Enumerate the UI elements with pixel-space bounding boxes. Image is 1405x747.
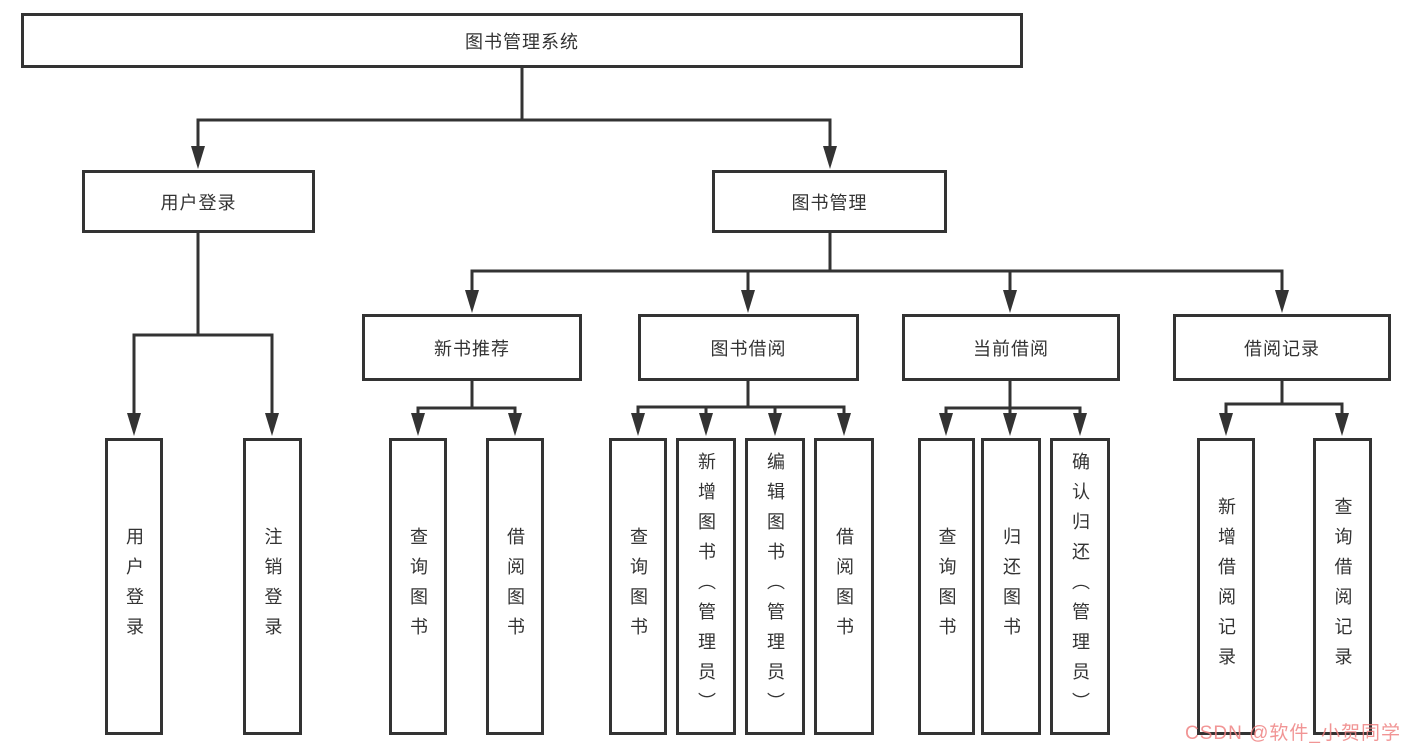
leaf-query-books-borrowing: 查询图书 (609, 438, 667, 735)
leaf-label: 编辑图书（管理员） (765, 451, 785, 722)
leaf-borrow-books-recommend: 借阅图书 (486, 438, 544, 735)
connector-book-management-to-level3 (465, 233, 1289, 313)
leaf-label: 借阅图书 (834, 526, 854, 647)
node-label: 图书管理 (791, 192, 868, 213)
leaf-label: 借阅图书 (505, 526, 525, 647)
node-label: 图书借阅 (710, 338, 787, 359)
node-label: 新书推荐 (434, 338, 510, 359)
connector-root-to-level2 (191, 66, 837, 169)
leaf-label: 查询图书 (628, 526, 648, 647)
leaf-confirm-return-admin: 确认归还（管理员） (1050, 438, 1110, 735)
node-library-management-system: 图书管理系统 (21, 13, 1023, 68)
csdn-watermark: CSDN @软件_小贺同学 (1185, 723, 1401, 744)
node-label: 用户登录 (160, 192, 237, 213)
node-book-borrowing: 图书借阅 (638, 314, 859, 381)
leaf-label: 查询图书 (936, 526, 957, 647)
connector-new-book-recommendation-to-leaves (411, 381, 522, 436)
leaf-return-books: 归还图书 (981, 438, 1041, 735)
leaf-query-borrow-record: 查询借阅记录 (1313, 438, 1372, 735)
leaf-borrow-books-borrowing: 借阅图书 (814, 438, 874, 735)
node-new-book-recommendation: 新书推荐 (362, 314, 582, 381)
leaf-label: 确认归还（管理员） (1070, 451, 1090, 722)
connector-user-login-to-leaves (127, 233, 279, 436)
node-label: 图书管理系统 (465, 31, 579, 52)
connector-borrowing-records-to-leaves (1219, 381, 1349, 436)
node-book-management: 图书管理 (712, 170, 947, 233)
node-borrowing-records: 借阅记录 (1173, 314, 1391, 381)
leaf-label: 新增借阅记录 (1216, 496, 1236, 677)
leaf-add-borrow-record: 新增借阅记录 (1197, 438, 1255, 735)
node-label: 借阅记录 (1244, 338, 1320, 359)
leaf-label: 查询借阅记录 (1332, 496, 1353, 677)
leaf-user-login: 用户登录 (105, 438, 163, 735)
leaf-label: 新增图书（管理员） (696, 451, 716, 722)
leaf-label: 归还图书 (1001, 526, 1021, 647)
leaf-add-books-admin: 新增图书（管理员） (676, 438, 736, 735)
leaf-query-books-recommend: 查询图书 (389, 438, 447, 735)
leaf-query-books-current: 查询图书 (918, 438, 975, 735)
node-user-login: 用户登录 (82, 170, 315, 233)
leaf-label: 注销登录 (262, 526, 283, 647)
node-label: 当前借阅 (973, 338, 1049, 359)
leaf-label: 用户登录 (124, 526, 144, 647)
leaf-label: 查询图书 (408, 526, 428, 647)
leaf-logout: 注销登录 (243, 438, 302, 735)
node-current-borrowing: 当前借阅 (902, 314, 1120, 381)
connector-book-borrowing-to-leaves (631, 381, 851, 436)
connector-current-borrowing-to-leaves (939, 381, 1087, 436)
leaf-edit-books-admin: 编辑图书（管理员） (745, 438, 805, 735)
